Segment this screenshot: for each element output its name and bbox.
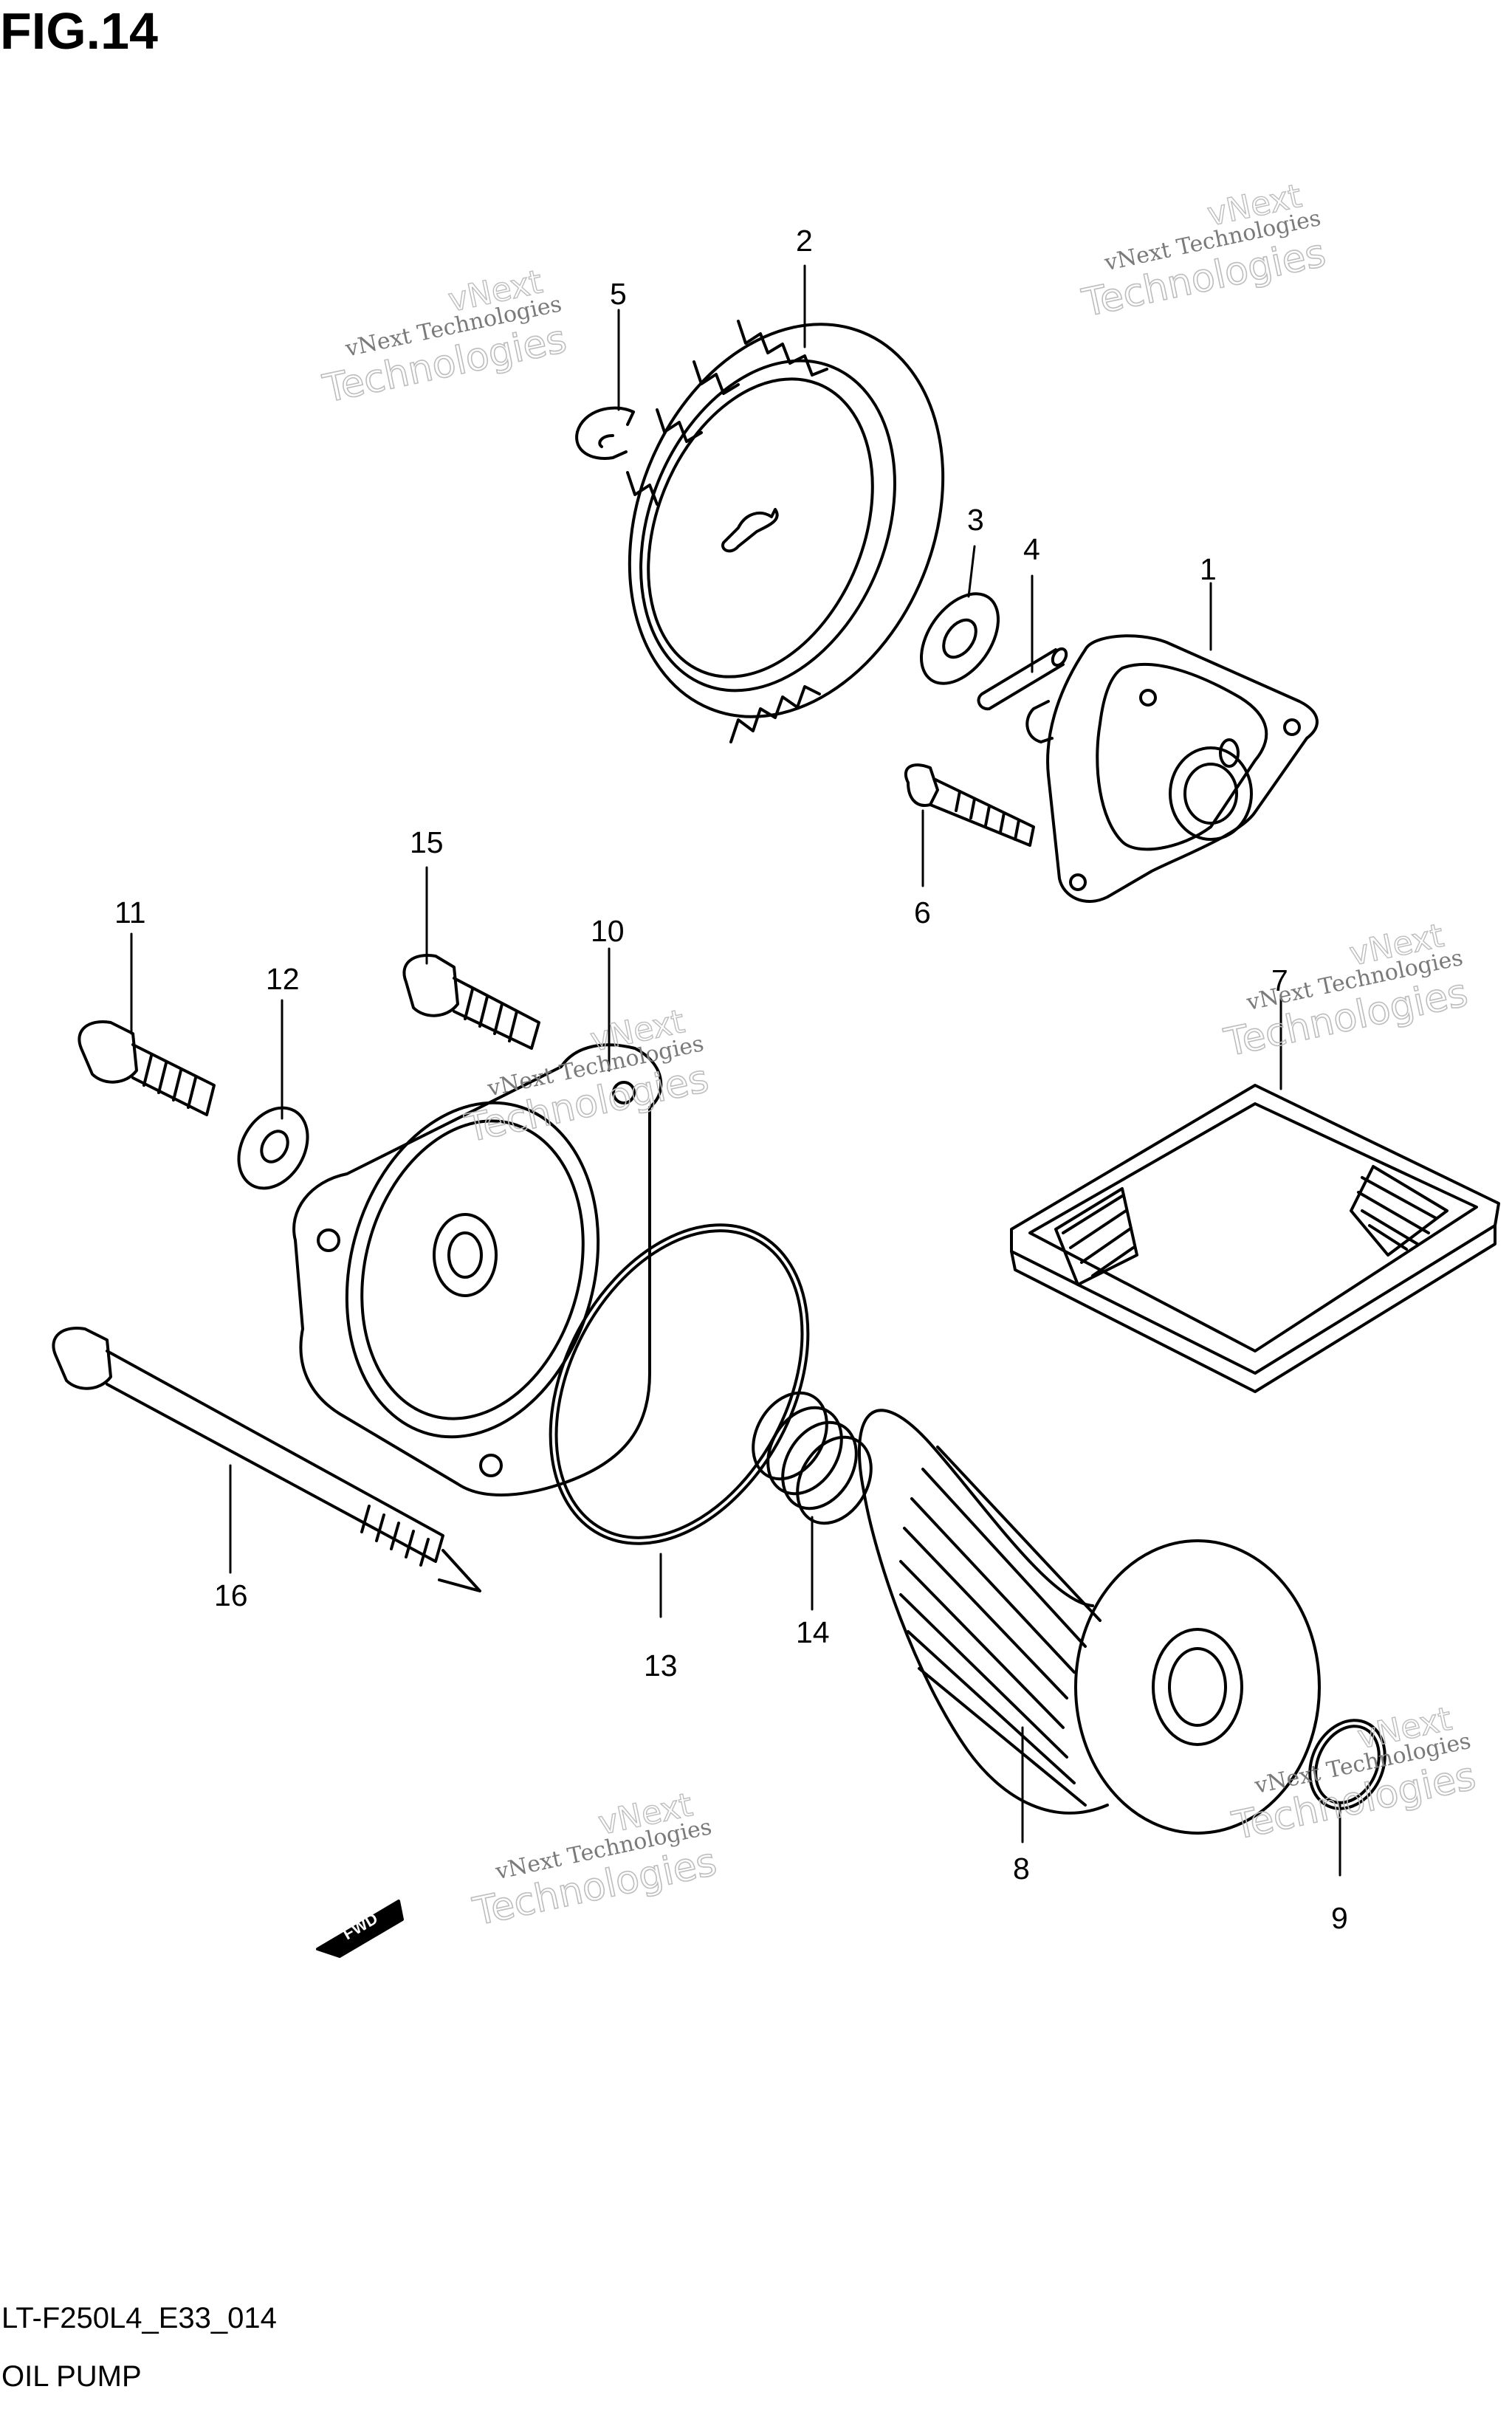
callout-14: 14 — [796, 1615, 830, 1649]
callout-5: 5 — [610, 277, 627, 311]
callout-6: 6 — [914, 896, 931, 929]
callout-11: 11 — [114, 896, 146, 929]
diagram-title: OIL PUMP — [1, 2360, 142, 2393]
callout-16: 16 — [214, 1578, 248, 1612]
part-1-oil-pump[interactable] — [1025, 634, 1319, 903]
callout-labels: 1 2 3 4 5 6 7 8 9 10 11 12 15 16 13 14 — [114, 224, 1348, 1935]
part-13-o-ring[interactable] — [498, 1180, 860, 1588]
part-2-gear[interactable] — [574, 277, 1000, 764]
callout-10: 10 — [591, 914, 625, 948]
leader-lines — [130, 264, 1341, 1877]
part-6-bolt[interactable] — [904, 763, 1035, 847]
callout-12: 12 — [266, 962, 300, 996]
callout-1: 1 — [1200, 552, 1217, 586]
part-8-oil-filter[interactable] — [858, 1409, 1321, 1835]
part-11-bolt[interactable] — [78, 1020, 216, 1116]
part-4-pin[interactable] — [977, 647, 1068, 711]
part-3-washer[interactable] — [906, 580, 1014, 698]
diagram-code: LT-F250L4_E33_014 — [1, 2302, 277, 2334]
fwd-arrow-icon — [316, 1900, 404, 1958]
callout-7: 7 — [1271, 963, 1288, 997]
part-7-strainer[interactable] — [1010, 1084, 1500, 1393]
callout-13: 13 — [644, 1649, 678, 1683]
callout-13-15: 15 — [410, 825, 444, 859]
callout-3: 3 — [967, 503, 984, 537]
callout-8: 8 — [1013, 1852, 1030, 1886]
part-12-washer[interactable] — [225, 1096, 322, 1200]
part-5-clip[interactable] — [575, 406, 635, 460]
part-15-bolt[interactable] — [402, 954, 540, 1050]
part-10-filter-cover[interactable] — [292, 1043, 663, 1496]
figure-label: FIG.14 — [0, 2, 158, 60]
part-16-long-bolt[interactable] — [52, 1327, 481, 1592]
callout-2: 2 — [796, 224, 813, 258]
part-9-o-ring[interactable] — [1296, 1708, 1398, 1821]
callout-9: 9 — [1331, 1901, 1348, 1935]
callout-4: 4 — [1023, 532, 1040, 566]
